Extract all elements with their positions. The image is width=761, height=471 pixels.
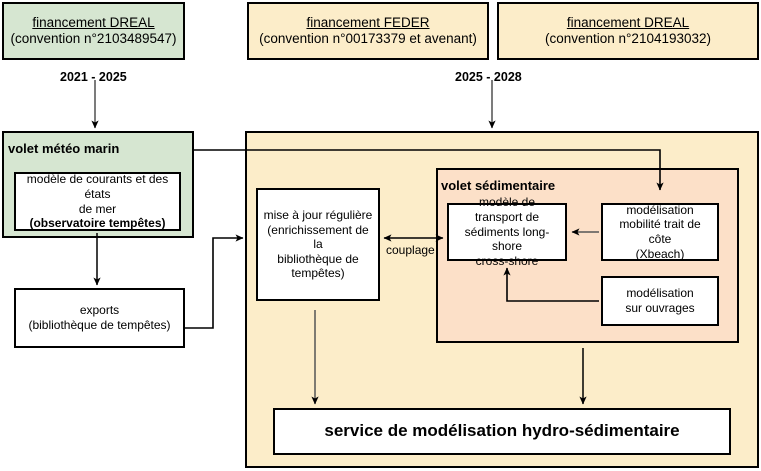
period-label-left: 2021 - 2025 [60,70,127,84]
maj-line3: bibliothèque de [277,251,359,266]
maj-line4: tempêtes) [291,266,345,281]
panel-label-meteo-marin: volet météo marin [8,141,120,156]
label-couplage: couplage [386,243,435,257]
modele-courants-line3: (observatoire tempêtes) [29,216,166,231]
transport-line3: cross-shore [475,253,539,268]
exports-line2: (bibliothèque de tempêtes) [28,318,171,332]
arrow-exports-to-mise-a-jour [185,234,244,329]
funding-feder-title: financement FEDER [306,14,430,30]
funding-dreal-left-detail: (convention n°2103489547) [10,31,177,46]
exports-line1: exports [79,303,120,318]
modele-courants-line1: modèle de courants et des états [26,172,169,201]
funding-dreal-right-title: financement DREAL [566,14,690,30]
funding-dreal-right-detail: (convention n°2104193032) [544,31,712,46]
panel-label-volet-sedimentaire: volet sédimentaire [441,178,556,193]
maj-line1: mise à jour régulière [263,207,373,222]
box-modele-transport-sediments: modèle de transport de sédiments long-sh… [447,195,567,268]
box-exports-bibliotheque: exports (bibliothèque de tempêtes) [14,288,185,348]
funding-feder-detail: (convention n°00173379 et avenant) [259,31,477,46]
box-modelisation-trait-de-cote: modélisation mobilité trait de côte (Xbe… [601,203,719,261]
funding-dreal-left-title: financement DREAL [32,14,155,30]
funding-box-dreal-right: financement DREAL (convention n°21041930… [497,2,759,60]
service-label: service de modélisation hydro-sédimentai… [324,421,680,441]
ouvrages-line2: sur ouvrages [625,301,695,315]
modele-courants-line2: de mer [78,201,117,216]
box-modele-courants-etats-mer: modèle de courants et des états de mer (… [14,172,181,231]
cote-line1: modélisation [626,202,694,217]
box-service-modelisation: service de modélisation hydro-sédimentai… [273,408,731,455]
cote-line3: (Xbeach) [635,246,685,261]
transport-line2: sédiments long-shore [464,224,550,254]
transport-line1: modèle de transport de [474,195,540,225]
funding-box-dreal-left: financement DREAL (convention n°21034895… [2,2,185,60]
funding-box-feder: financement FEDER (convention n°00173379… [247,2,489,60]
box-mise-a-jour-reguliere: mise à jour régulière (enrichissement de… [256,188,380,301]
period-label-right: 2025 - 2028 [455,70,522,84]
ouvrages-line1: modélisation [626,286,694,301]
maj-line2: (enrichissement de la [267,222,369,252]
box-modelisation-sur-ouvrages: modélisation sur ouvrages [601,276,719,326]
cote-line2: mobilité trait de côte [619,217,701,246]
